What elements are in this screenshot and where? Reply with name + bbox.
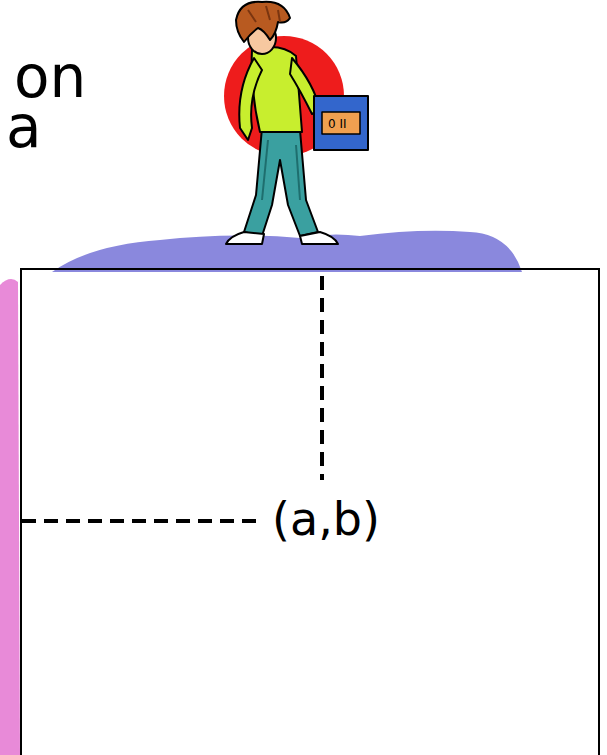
dashed-line: [320, 276, 324, 480]
text-fragment: a: [6, 98, 42, 156]
pink-strip: [0, 279, 20, 755]
student-figure: 0 II: [226, 2, 368, 244]
coordinate-plane: (a,b): [20, 268, 600, 755]
dashed-line: [22, 519, 262, 523]
ground-blob: [52, 231, 522, 272]
point-label: (a,b): [270, 496, 382, 542]
svg-text:0 II: 0 II: [328, 117, 347, 131]
